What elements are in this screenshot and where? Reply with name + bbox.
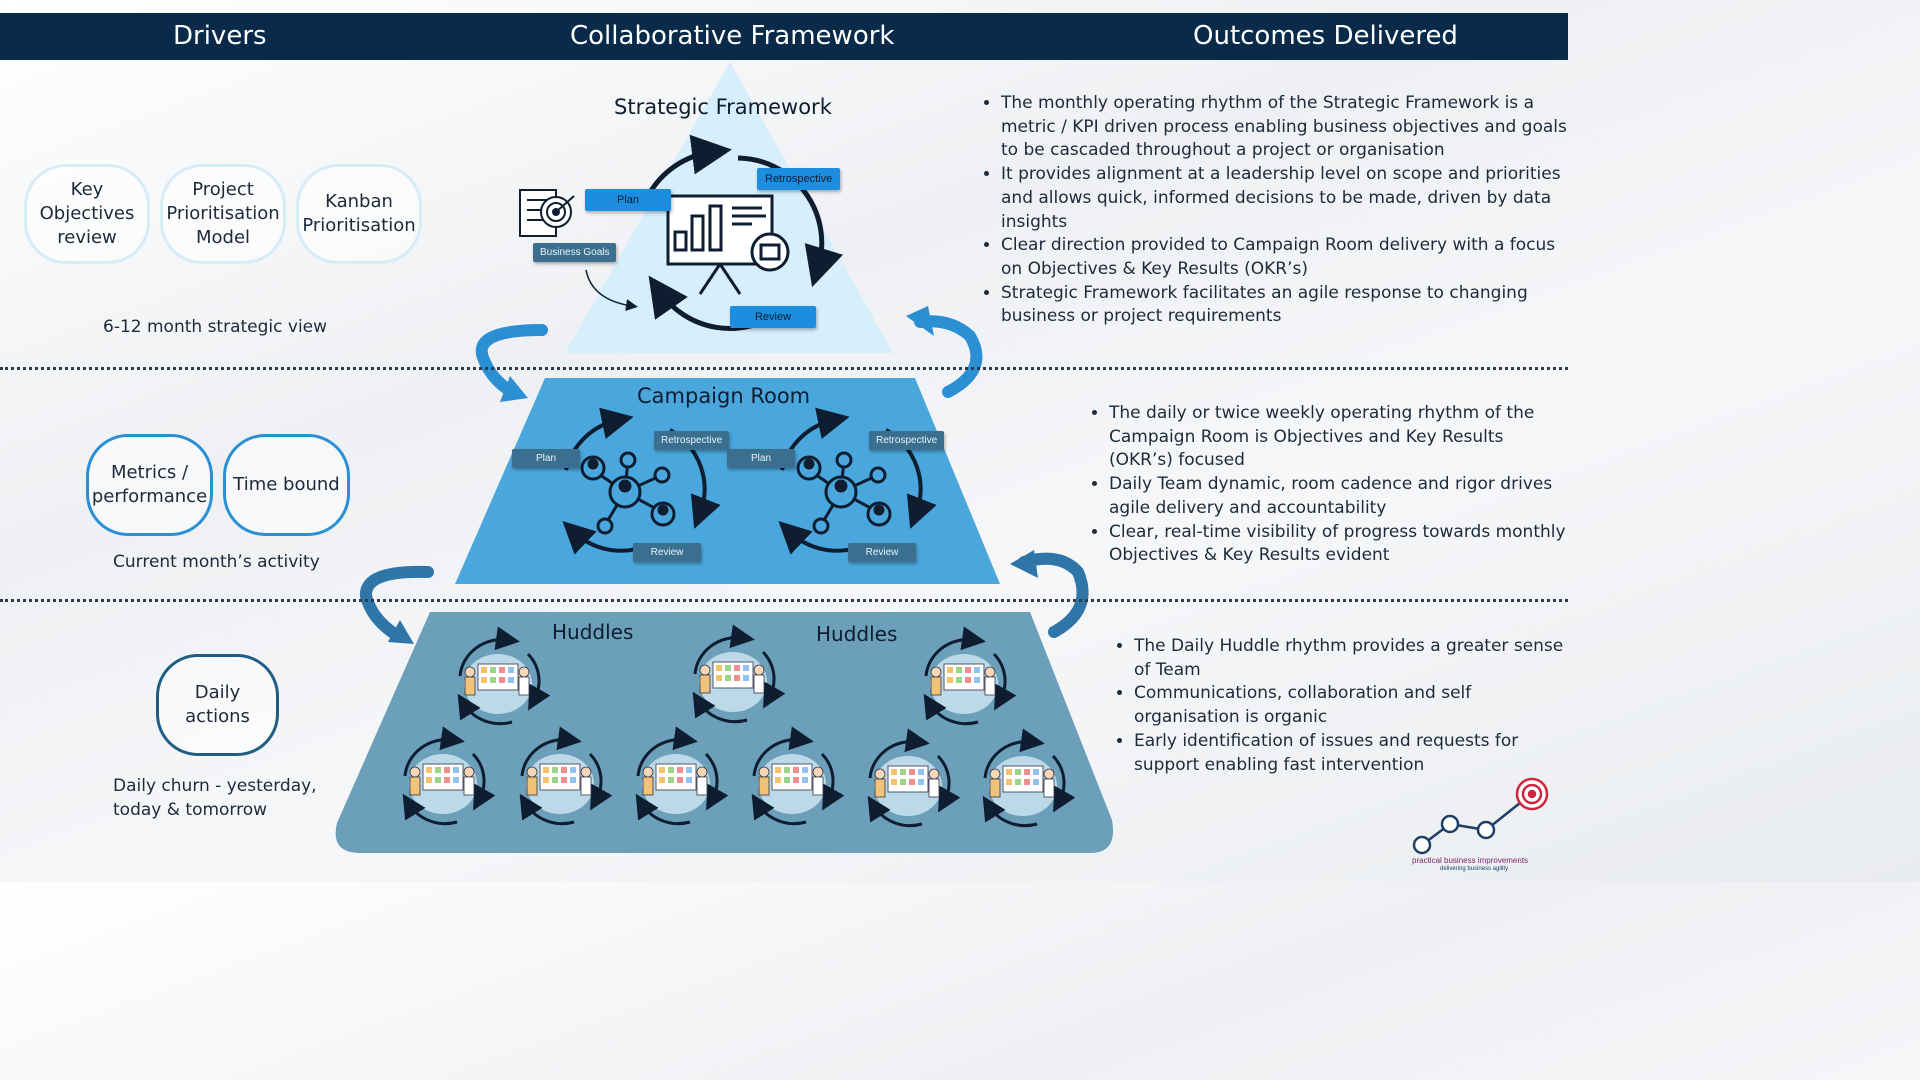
team-network-icon-right xyxy=(796,451,892,535)
campaign-caption: Current month’s activity xyxy=(113,552,320,572)
campaign-left-tag-review: Review xyxy=(633,543,701,562)
campaign-right-tag-review: Review xyxy=(848,543,916,562)
arrow-campaign-to-strategic xyxy=(914,315,983,398)
campaign-left-tag-retrospective: Retrospective xyxy=(654,431,730,450)
huddle-icons xyxy=(402,624,1076,828)
header-bar: Drivers Collaborative Framework Outcomes… xyxy=(0,13,1568,60)
strategic-outcomes: The monthly operating rhythm of the Stra… xyxy=(977,92,1571,329)
arrow-strategic-to-campaign xyxy=(475,324,548,398)
logo-tagline: delivering business agility xyxy=(1440,866,1509,872)
huddles-title-right: Huddles xyxy=(816,622,898,646)
huddle-icon xyxy=(402,726,496,826)
huddle-icon xyxy=(519,726,613,826)
huddle-icon xyxy=(635,726,729,826)
team-network-icon-left xyxy=(580,451,676,535)
huddles-outcome-item: Early identification of issues and reque… xyxy=(1134,730,1564,777)
transition-arrows xyxy=(360,315,1089,642)
driver-metrics-performance: Metrics / performance xyxy=(86,434,213,536)
huddle-icon xyxy=(751,726,845,826)
tag-plan: Plan xyxy=(585,189,671,211)
campaign-title: Campaign Room xyxy=(637,384,811,408)
driver-time-bound: Time bound xyxy=(223,434,350,536)
huddle-icon xyxy=(457,626,551,726)
logo-name: practical business improvements xyxy=(1412,856,1529,865)
huddle-icon xyxy=(923,626,1017,726)
campaign-right-tag-retrospective: Retrospective xyxy=(869,431,945,450)
logo-graphic xyxy=(1412,777,1549,855)
presentation-board-icon xyxy=(666,194,790,295)
divider-bottom xyxy=(0,599,1568,602)
huddles-outcome-item: Communications, collaboration and self o… xyxy=(1134,682,1564,729)
campaign-outcome-item: Clear, real-time visibility of progress … xyxy=(1109,521,1571,568)
campaign-left-tag-plan: Plan xyxy=(512,449,580,468)
strategic-title: Strategic Framework xyxy=(614,95,832,119)
driver-key-objectives-review: Key Objectives review xyxy=(24,164,150,264)
huddle-icon xyxy=(982,728,1076,828)
tag-business-goals: Business Goals xyxy=(533,243,617,262)
divider-top xyxy=(0,367,1568,370)
huddle-icon xyxy=(867,728,961,828)
arrow-huddles-to-campaign xyxy=(1018,552,1089,638)
strategic-caption: 6-12 month strategic view xyxy=(103,317,328,337)
campaign-outcome-item: The daily or twice weekly operating rhyt… xyxy=(1109,402,1571,473)
campaign-outcome-item: Daily Team dynamic, room cadence and rig… xyxy=(1109,473,1571,520)
huddles-caption: Daily churn - yesterday, today & tomorro… xyxy=(113,776,317,820)
huddles-outcomes: The Daily Huddle rhythm provides a great… xyxy=(1110,635,1564,777)
header-drivers: Drivers xyxy=(173,21,267,51)
driver-project-prioritisation-model: Project Prioritisation Model xyxy=(160,164,286,264)
strategic-outcome-item: It provides alignment at a leadership le… xyxy=(1001,163,1571,234)
arrow-campaign-to-huddles xyxy=(360,565,434,642)
strategic-outcome-item: The monthly operating rhythm of the Stra… xyxy=(1001,92,1571,163)
campaign-outcomes: The daily or twice weekly operating rhyt… xyxy=(1085,402,1571,568)
huddle-icon xyxy=(692,624,786,724)
tag-retrospective: Retrospective xyxy=(757,168,841,190)
target-checklist-icon xyxy=(519,189,575,237)
driver-daily-actions: Daily actions xyxy=(156,654,279,756)
framework-graphics xyxy=(335,62,1549,855)
strategic-outcome-item: Strategic Framework facilitates an agile… xyxy=(1001,282,1571,329)
header-framework: Collaborative Framework xyxy=(570,21,895,51)
header-outcomes: Outcomes Delivered xyxy=(1193,21,1458,51)
huddles-outcome-item: The Daily Huddle rhythm provides a great… xyxy=(1134,635,1564,682)
tag-review: Review xyxy=(730,306,816,328)
campaign-right-tag-plan: Plan xyxy=(727,449,795,468)
huddles-title-left: Huddles xyxy=(552,620,634,644)
driver-kanban-prioritisation: Kanban Prioritisation xyxy=(296,164,422,264)
strategic-outcome-item: Clear direction provided to Campaign Roo… xyxy=(1001,234,1571,281)
